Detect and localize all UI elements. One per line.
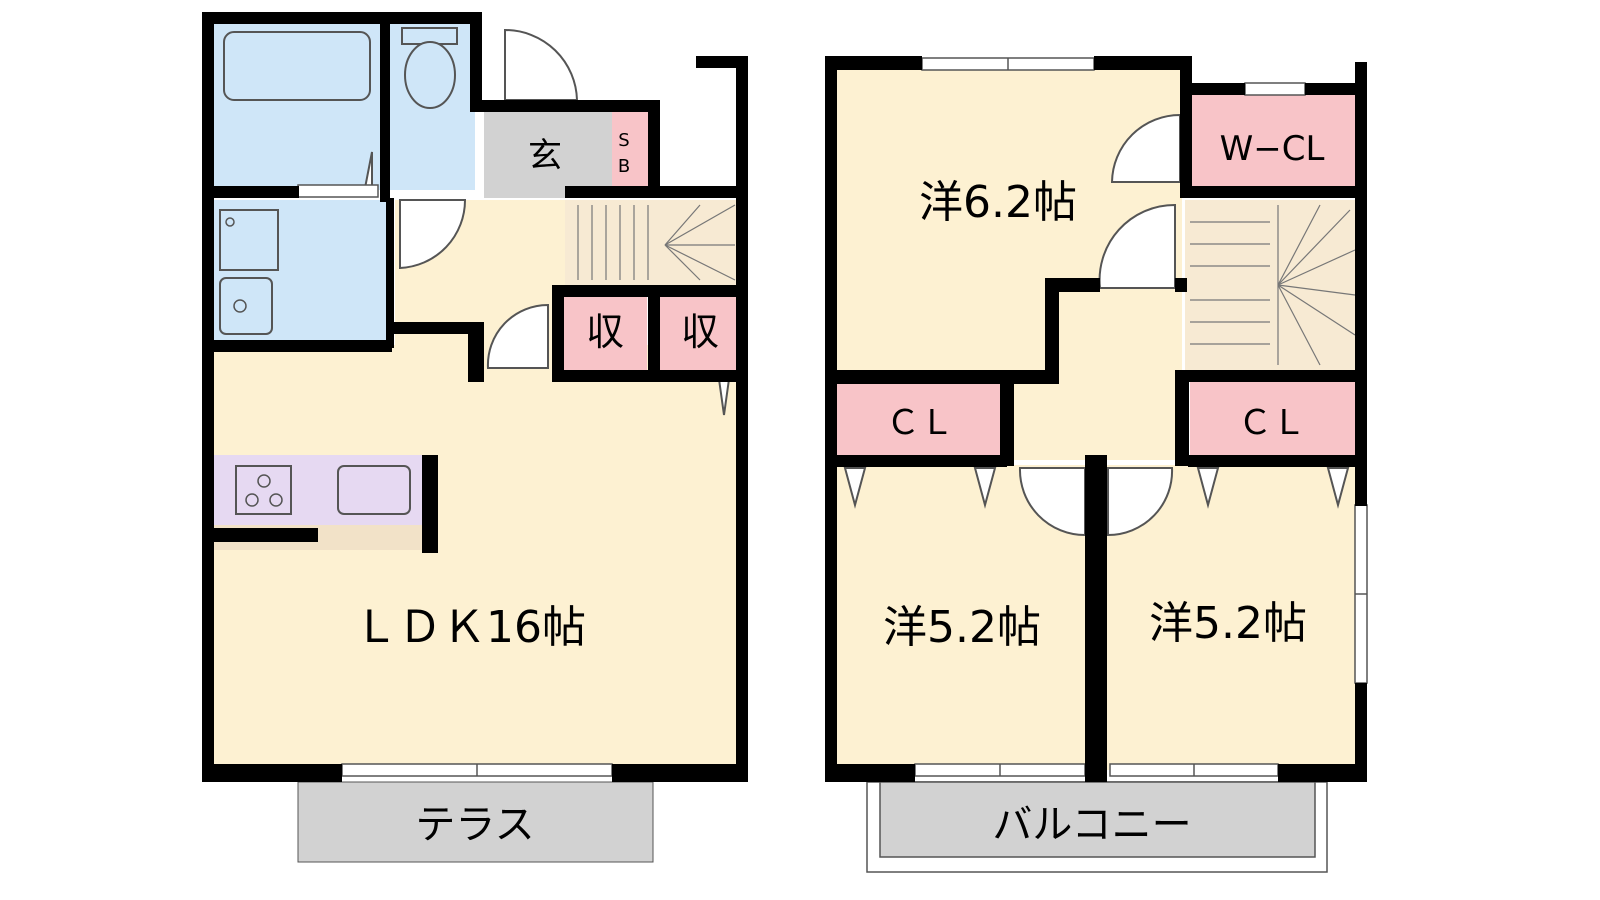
bedroom-sw-label: 洋5.2帖 xyxy=(883,602,1041,653)
drain-icon xyxy=(225,217,235,227)
closet-west-label: ＣＬ xyxy=(886,403,954,443)
toilet-bowl xyxy=(404,41,456,109)
windows-2 xyxy=(914,57,1368,777)
bathtub xyxy=(223,31,371,101)
stair-treads-2 xyxy=(1190,204,1356,366)
windows-1 xyxy=(297,184,613,777)
storage-a xyxy=(562,295,647,370)
burner-icon xyxy=(245,493,259,507)
shoebox-label-b: B xyxy=(618,156,630,177)
balcony-inner xyxy=(879,781,1316,858)
washing-machine xyxy=(219,209,279,271)
doors-2 xyxy=(843,113,1350,537)
floor-2: 洋6.2帖 洋5.2帖 洋5.2帖 W−CL ＣＬ ＣＬ バルコニー xyxy=(825,56,1368,873)
burner-icon xyxy=(269,493,283,507)
walls-2 xyxy=(825,56,1367,782)
bedroom-north-label: 洋6.2帖 xyxy=(919,177,1077,228)
shoebox-label-s: S xyxy=(618,130,629,151)
kitchen-sink xyxy=(337,465,411,515)
entrance-floor xyxy=(484,110,612,198)
floor-1: ＬＤＫ16帖 玄 S B 収 収 テラス xyxy=(202,12,748,863)
stairs-floor-1 xyxy=(565,200,738,285)
terrace-label: テラス xyxy=(415,802,534,848)
closet-west xyxy=(837,382,1002,458)
stairs-floor-2 xyxy=(1185,200,1357,370)
closet-east xyxy=(1190,382,1355,458)
burner-icon xyxy=(257,474,271,488)
ldk-label: ＬＤＫ16帖 xyxy=(354,602,586,653)
basin-drain-icon xyxy=(233,299,247,313)
walk-in-closet-label: W−CL xyxy=(1220,129,1325,169)
doors-1 xyxy=(363,28,732,416)
balcony-label: バルコニー xyxy=(992,802,1191,848)
bedroom-se-label: 洋5.2帖 xyxy=(1149,598,1307,649)
stove xyxy=(235,465,292,515)
stair-treads-1 xyxy=(577,204,736,281)
closet-east-label: ＣＬ xyxy=(1238,403,1306,443)
shoebox xyxy=(612,110,652,190)
ldk-floor xyxy=(214,345,739,770)
walls-1 xyxy=(202,12,748,782)
storage-a-label: 収 xyxy=(586,310,624,354)
terrace-area xyxy=(297,781,654,863)
storage-b-label: 収 xyxy=(681,310,719,354)
storage-b xyxy=(660,295,738,370)
entrance-label: 玄 xyxy=(528,136,562,176)
walk-in-closet xyxy=(1190,95,1358,190)
